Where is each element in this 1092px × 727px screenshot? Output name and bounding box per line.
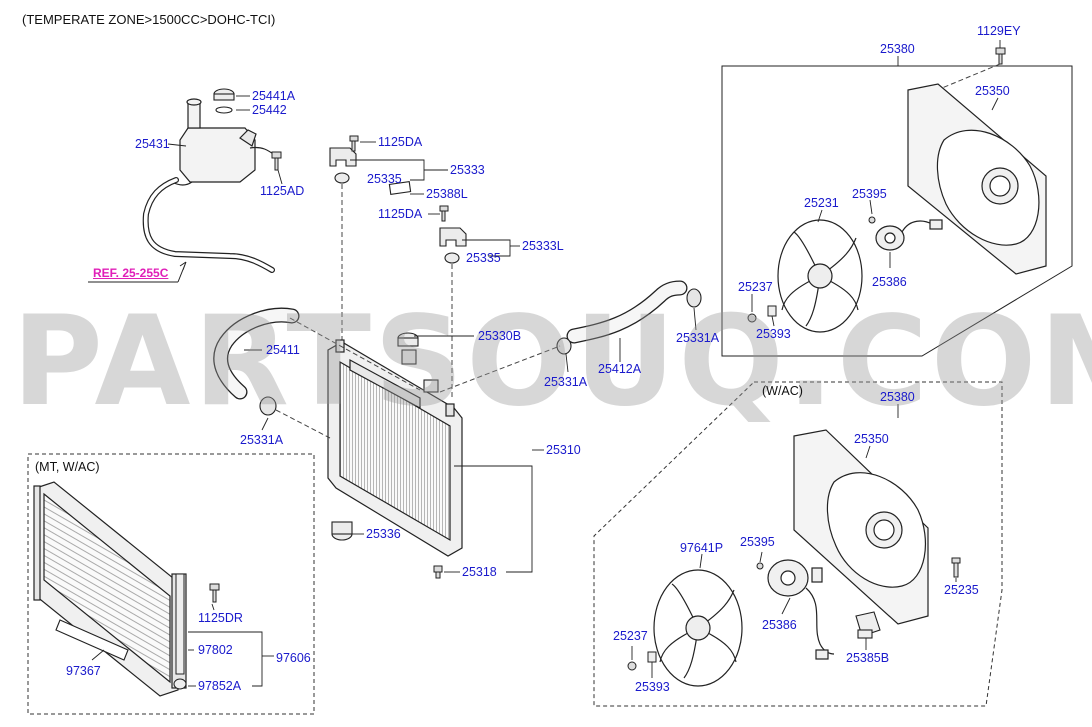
part-label-25350-upper[interactable]: 25350 bbox=[975, 84, 1010, 98]
part-label-25331A-right[interactable]: 25331A bbox=[676, 331, 720, 345]
reservoir-overflow-hose-inner bbox=[143, 178, 274, 272]
fan-shroud-lower[interactable] bbox=[793, 429, 929, 625]
coolant-reservoir[interactable] bbox=[171, 98, 277, 186]
part-label-25393-lower[interactable]: 25393 bbox=[635, 680, 670, 694]
screw-25395-lower[interactable] bbox=[756, 562, 764, 570]
bolt-1125DR[interactable] bbox=[209, 583, 220, 603]
radiator-lower-insulator[interactable] bbox=[331, 521, 353, 541]
dash-upper-hose bbox=[289, 317, 421, 391]
bolt-1129EY[interactable] bbox=[995, 47, 1006, 65]
part-label-25333[interactable]: 25333 bbox=[450, 163, 485, 177]
part-label-25395-upper[interactable]: 25395 bbox=[852, 187, 887, 201]
part-label-25330B[interactable]: 25330B bbox=[478, 329, 522, 343]
part-label-97367[interactable]: 97367 bbox=[66, 664, 101, 678]
part-label-25393-upper[interactable]: 25393 bbox=[756, 327, 791, 341]
clip-25393-lower[interactable] bbox=[647, 651, 657, 663]
condenser[interactable] bbox=[33, 481, 187, 697]
part-label-97852A[interactable]: 97852A bbox=[198, 679, 242, 693]
part-label-25442[interactable]: 25442 bbox=[252, 103, 287, 117]
part-label-1125DA-lower[interactable]: 1125DA bbox=[378, 207, 423, 221]
part-label-1125DR[interactable]: 1125DR bbox=[198, 611, 243, 625]
drier-cap[interactable] bbox=[173, 678, 187, 690]
part-label-25386-lower[interactable]: 25386 bbox=[762, 618, 797, 632]
part-label-25386-upper[interactable]: 25386 bbox=[872, 275, 907, 289]
part-label-97606[interactable]: 97606 bbox=[276, 651, 311, 665]
part-label-25336[interactable]: 25336 bbox=[366, 527, 401, 541]
radiator-filler-neck bbox=[401, 349, 439, 393]
ref-arrow-icon bbox=[177, 261, 187, 283]
insulator-25388L[interactable] bbox=[388, 181, 412, 195]
radiator-cap[interactable] bbox=[397, 332, 419, 347]
part-label-25335-lower[interactable]: 25335 bbox=[466, 251, 501, 265]
drain-plug[interactable] bbox=[433, 565, 443, 579]
nut-25237-lower[interactable] bbox=[627, 661, 637, 671]
radiator[interactable] bbox=[327, 339, 463, 557]
part-label-25380-lower[interactable]: 25380 bbox=[880, 390, 915, 404]
part-label-25318[interactable]: 25318 bbox=[462, 565, 497, 579]
leader-lines bbox=[91, 40, 1001, 687]
nut-25237-upper[interactable] bbox=[747, 313, 757, 323]
part-label-25310[interactable]: 25310 bbox=[546, 443, 581, 457]
seal-97367[interactable] bbox=[55, 619, 129, 661]
part-label-25411[interactable]: 25411 bbox=[266, 343, 300, 357]
fan-assy-box-lower bbox=[593, 381, 1003, 707]
part-label-25331A-left[interactable]: 25331A bbox=[240, 433, 284, 447]
reservoir-cap-seal[interactable] bbox=[215, 106, 233, 114]
dash-clamp-left bbox=[275, 409, 331, 439]
part-label-25350-lower[interactable]: 25350 bbox=[854, 432, 889, 446]
dash-lower-hose bbox=[439, 345, 561, 393]
receiver-drier[interactable] bbox=[175, 573, 185, 675]
bolt-1125DA-upper[interactable] bbox=[349, 135, 359, 152]
fan-shroud-upper[interactable] bbox=[907, 83, 1047, 275]
part-label-25333L[interactable]: 25333L bbox=[522, 239, 564, 253]
fan-assy-box-upper bbox=[721, 65, 1073, 357]
ref-link-25-255C[interactable]: REF. 25-255C bbox=[93, 266, 169, 280]
part-label-25331A-mid[interactable]: 25331A bbox=[544, 375, 588, 389]
bolt-1125DA-lower[interactable] bbox=[439, 205, 449, 222]
screw-25395-upper[interactable] bbox=[868, 216, 876, 224]
inset-title-wac: (W/AC) bbox=[762, 384, 803, 398]
part-label-25395-lower[interactable]: 25395 bbox=[740, 535, 775, 549]
fan-blade-25231[interactable] bbox=[777, 219, 863, 333]
part-label-25431[interactable]: 25431 bbox=[135, 137, 170, 151]
part-label-25335-upper[interactable]: 25335 bbox=[367, 172, 402, 186]
inset-title-mt-wac: (MT, W/AC) bbox=[35, 460, 100, 474]
part-label-25441A[interactable]: 25441A bbox=[252, 89, 296, 103]
part-label-25231[interactable]: 25231 bbox=[804, 196, 839, 210]
dash-1129EY bbox=[941, 63, 1001, 89]
part-label-25412A[interactable]: 25412A bbox=[598, 362, 642, 376]
inset-mt-wac-border bbox=[27, 453, 315, 715]
part-label-1125DA-upper[interactable]: 1125DA bbox=[378, 135, 423, 149]
part-label-25380-upper[interactable]: 25380 bbox=[880, 42, 915, 56]
part-label-1129EY[interactable]: 1129EY bbox=[977, 24, 1021, 38]
part-label-97802[interactable]: 97802 bbox=[198, 643, 233, 657]
upper-hose-25411[interactable] bbox=[213, 307, 300, 400]
part-label-25235[interactable]: 25235 bbox=[944, 583, 979, 597]
lower-hose-25412A[interactable] bbox=[566, 280, 688, 344]
part-label-25237-lower[interactable]: 25237 bbox=[613, 629, 648, 643]
part-label-97641P[interactable]: 97641P bbox=[680, 541, 724, 555]
watermark: PARTSOUQ.COM bbox=[12, 290, 1092, 434]
mounting-bracket-lower[interactable] bbox=[439, 227, 467, 264]
fan-blade-97641P[interactable] bbox=[653, 569, 743, 687]
bolt-25235[interactable] bbox=[951, 557, 961, 578]
part-label-25237-upper[interactable]: 25237 bbox=[738, 280, 773, 294]
page-title: (TEMPERATE ZONE>1500CC>DOHC-TCI) bbox=[22, 12, 276, 27]
part-label-25385B[interactable]: 25385B bbox=[846, 651, 890, 665]
reservoir-bolt[interactable] bbox=[271, 151, 282, 171]
mounting-bracket-upper[interactable] bbox=[329, 147, 357, 184]
part-label-1125AD[interactable]: 1125AD bbox=[260, 184, 305, 198]
resistor-25385B[interactable] bbox=[855, 611, 881, 639]
fan-motor-25386-lower[interactable] bbox=[767, 559, 835, 660]
hose-clamps[interactable] bbox=[259, 288, 702, 416]
part-label-25388L[interactable]: 25388L bbox=[426, 187, 468, 201]
reservoir-cap[interactable] bbox=[213, 88, 235, 101]
fan-motor-25386-upper[interactable] bbox=[875, 219, 943, 251]
